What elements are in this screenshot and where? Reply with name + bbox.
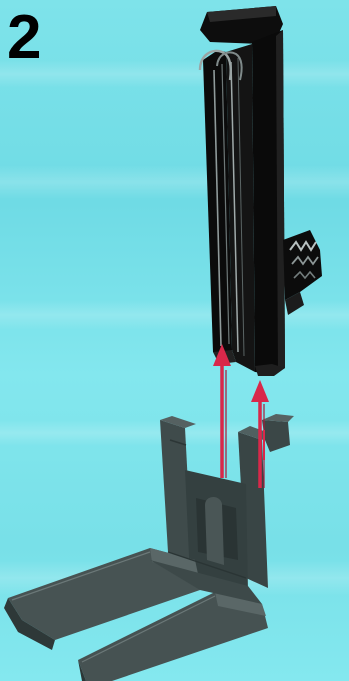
left-arrow — [213, 344, 231, 478]
dark-grey-fork-part — [4, 414, 294, 681]
